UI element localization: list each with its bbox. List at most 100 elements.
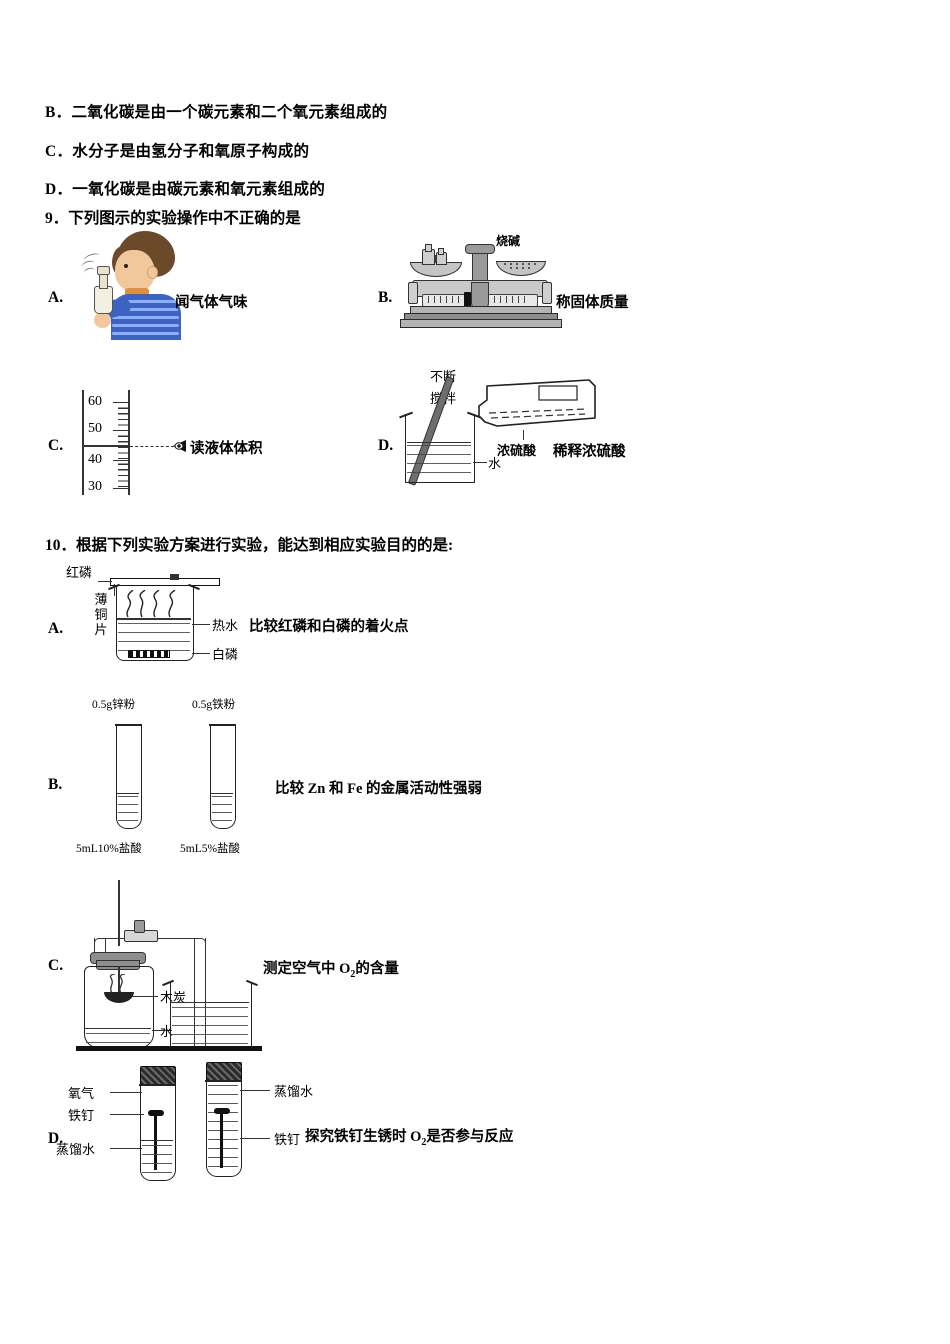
nail-right-leader — [240, 1138, 270, 1140]
eye — [124, 264, 128, 268]
q10-option-c-caption-pre: 测定空气中 O — [263, 961, 351, 977]
test-tube-left-rim — [139, 1084, 175, 1086]
acid-bottle — [477, 376, 602, 434]
q10-option-a-caption: 比较红磷和白磷的着火点 — [249, 619, 409, 635]
water-left-surface — [141, 1140, 173, 1142]
charcoal-leader — [132, 996, 158, 998]
q10-option-c-caption: 测定空气中 O2的含量 — [263, 957, 399, 980]
waft-line-3 — [83, 266, 96, 278]
weight-2-knob — [438, 248, 444, 255]
cylinder-tick-60: 60 — [88, 394, 102, 409]
shirt-stripe-4 — [112, 324, 179, 327]
question-9-stem: 9．下列图示的实验操作中不正确的是 — [45, 206, 301, 228]
jar-water-leader — [152, 1030, 172, 1032]
shirt-stripe-3 — [112, 316, 179, 319]
hand-lower — [94, 312, 111, 328]
q10-option-d-caption-pre: 探究铁钉生锈时 O — [305, 1129, 422, 1145]
jar-water — [86, 1030, 150, 1044]
option-d-line: D．一氧化碳是由碳元素和氧元素组成的 — [45, 177, 325, 199]
iron-nail-right-head — [214, 1108, 230, 1114]
jar-water-surface — [85, 1028, 151, 1030]
q9-option-a-caption: 闻气体气味 — [175, 295, 248, 311]
q10-option-d-caption-post: 是否参与反应 — [426, 1129, 514, 1145]
sight-line — [130, 446, 174, 447]
hot-water-leader — [192, 624, 210, 626]
jar-water-label: 水 — [160, 1024, 174, 1039]
beaker-water — [407, 442, 471, 480]
beaker — [116, 586, 194, 661]
nail-right-label: 铁钉 — [274, 1132, 301, 1147]
balance-column-top — [465, 244, 495, 254]
q10-figure-iron-nails: 氧气 铁钉 蒸馏水 蒸馏水 铁钉 — [56, 1062, 316, 1186]
test-tube-2 — [210, 724, 236, 829]
tube-left-down — [94, 938, 106, 956]
distilled-water-right-leader — [240, 1090, 270, 1092]
test-tube-1 — [116, 724, 142, 829]
smoke-wisps — [122, 589, 186, 618]
copper-sheet-label: 薄 铜 片 — [94, 592, 108, 637]
q10-option-d-caption: 探究铁钉生锈时 O2是否参与反应 — [305, 1125, 513, 1148]
copper-sheet-char-1: 薄 — [94, 592, 108, 607]
collar — [125, 288, 149, 296]
oxygen-leader — [110, 1092, 142, 1094]
question-10-text: 根据下列实验方案进行实验，能达到相应实验目的的是: — [76, 537, 454, 554]
distilled-water-left-label: 蒸馏水 — [56, 1142, 96, 1157]
option-b-letter: B． — [45, 104, 72, 121]
balance-knob-right — [542, 282, 552, 304]
test-tube-1-acid — [118, 793, 138, 825]
q10-option-b-caption: 比较 Zn 和 Fe 的金属活动性强弱 — [275, 781, 483, 797]
q9-option-b-caption: 称固体质量 — [556, 295, 629, 311]
distilled-water-right-label: 蒸馏水 — [274, 1084, 314, 1099]
shirt-stripe-1 — [113, 300, 177, 303]
cylinder-tick-40: 40 — [88, 452, 102, 467]
burning-spoon-handle — [118, 880, 120, 946]
gas-bottle — [94, 286, 113, 314]
nail-left-leader — [110, 1114, 144, 1116]
tube2-bottom-label: 5mL5%盐酸 — [180, 843, 241, 855]
test-tube-2-rim — [209, 724, 235, 726]
q9-option-c-caption: 读液体体积 — [190, 441, 263, 457]
hot-water-label: 热水 — [212, 618, 239, 633]
stopper-right — [206, 1062, 242, 1082]
q10-option-c-caption-post: 的含量 — [355, 961, 399, 977]
q10-option-d-letter: D. — [48, 1130, 64, 1147]
tube-right-down — [194, 938, 206, 1046]
oxygen-label: 氧气 — [68, 1086, 95, 1101]
shirt-stripe-5 — [112, 332, 179, 335]
q9-option-a-letter: A. — [48, 289, 64, 306]
acid-label-leader — [523, 430, 525, 440]
q10-option-d-caption-sub: 2 — [421, 1136, 427, 1148]
option-c-letter: C． — [45, 143, 73, 160]
tube1-top-label: 0.5g锌粉 — [92, 699, 136, 711]
white-phosphorus-leader — [192, 653, 210, 655]
q9-option-b-letter: B. — [378, 289, 393, 306]
ear — [147, 266, 158, 279]
clamp-screw — [134, 920, 145, 933]
charcoal-label: 木炭 — [160, 990, 187, 1005]
white-phosphorus-sample — [128, 650, 170, 658]
test-tube-1-acid-surface — [117, 793, 139, 795]
copper-sheet-leader — [114, 584, 116, 596]
copper-sheet-char-2: 铜 — [94, 607, 108, 622]
test-tube-1-rim — [115, 724, 141, 726]
q10-option-c-letter: C. — [48, 957, 64, 974]
q9-figure-balance-scale: 烧碱 — [400, 234, 565, 328]
test-tube-2-acid — [212, 793, 232, 825]
test-tube-right-rim — [205, 1080, 241, 1082]
question-9-text: 下列图示的实验操作中不正确的是 — [68, 210, 301, 227]
cylinder-tick-30: 30 — [88, 479, 102, 494]
charcoal-flame — [106, 973, 132, 994]
q9-option-d-caption: 稀释浓硫酸 — [553, 444, 626, 460]
cylinder-tick-50: 50 — [88, 421, 102, 436]
q10-option-c-caption-sub: 2 — [350, 968, 356, 980]
test-tube-2-acid-surface — [211, 793, 233, 795]
spoon-stem — [118, 966, 120, 994]
shirt-stripe-2 — [112, 308, 178, 311]
iron-nail-right — [220, 1110, 223, 1168]
beaker-water-surface — [171, 1002, 249, 1004]
q9-option-d-letter: D. — [378, 437, 394, 454]
tube1-bottom-label: 5mL10%盐酸 — [76, 843, 142, 855]
bench-surface — [76, 1046, 262, 1051]
eye-icon — [172, 439, 188, 453]
